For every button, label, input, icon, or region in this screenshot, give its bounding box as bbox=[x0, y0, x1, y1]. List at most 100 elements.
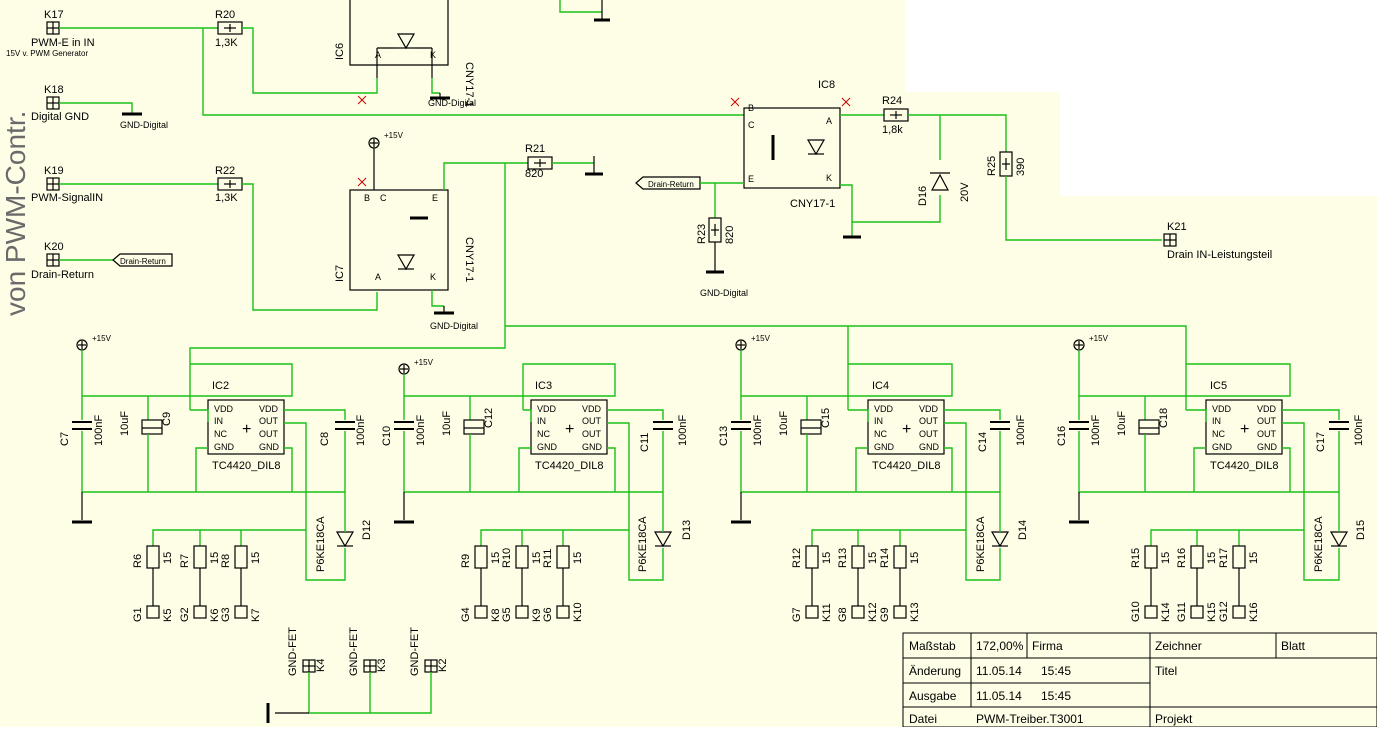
svg-text:+: + bbox=[565, 421, 574, 438]
svg-text:820: 820 bbox=[525, 168, 543, 180]
svg-text:390: 390 bbox=[1015, 158, 1027, 176]
svg-text:C14: C14 bbox=[977, 432, 989, 452]
svg-text:R9: R9 bbox=[460, 554, 472, 568]
svg-text:P6KE18CA: P6KE18CA bbox=[637, 516, 649, 572]
svg-text:Drain-Return: Drain-Return bbox=[31, 269, 94, 281]
svg-text:PWM-SignalIN: PWM-SignalIN bbox=[31, 192, 103, 204]
driver-channel-2: +15V C10 100nF 10uF C12 IC3 VDD IN NC GN… bbox=[381, 358, 693, 622]
svg-text:R10: R10 bbox=[501, 548, 513, 568]
svg-text:G10: G10 bbox=[1130, 601, 1142, 622]
ic8-optocoupler: IC8 B C E A K CNY17-1 bbox=[730, 79, 851, 210]
svg-text:C: C bbox=[380, 193, 387, 203]
svg-text:G4: G4 bbox=[460, 607, 472, 622]
svg-text:B: B bbox=[364, 193, 370, 203]
svg-text:100nF: 100nF bbox=[677, 415, 689, 446]
svg-text:VDD: VDD bbox=[1257, 404, 1277, 414]
svg-text:+15V: +15V bbox=[751, 334, 771, 343]
svg-text:10uF: 10uF bbox=[119, 411, 131, 436]
svg-text:IC4: IC4 bbox=[872, 380, 889, 392]
svg-text:10uF: 10uF bbox=[1116, 411, 1128, 436]
svg-text:GND-Digital: GND-Digital bbox=[120, 120, 168, 130]
svg-text:D14: D14 bbox=[1017, 520, 1029, 540]
svg-text:15: 15 bbox=[821, 552, 833, 564]
svg-text:R13: R13 bbox=[837, 548, 849, 568]
svg-text:11.05.14: 11.05.14 bbox=[976, 664, 1022, 678]
svg-text:R16: R16 bbox=[1176, 548, 1188, 568]
svg-text:R25: R25 bbox=[986, 156, 998, 176]
svg-text:R6: R6 bbox=[132, 554, 144, 568]
svg-text:G12: G12 bbox=[1218, 601, 1230, 622]
svg-text:+15V: +15V bbox=[414, 358, 434, 367]
k17-connector: K17 PWM-E in IN 15V v. PWM Generator bbox=[6, 9, 95, 58]
svg-text:IN: IN bbox=[874, 416, 883, 426]
ic7-optocoupler: +15V B C E A K IC7 CNY17-1 bbox=[334, 131, 475, 291]
svg-text:Blatt: Blatt bbox=[1281, 639, 1306, 653]
svg-text:K9: K9 bbox=[531, 609, 543, 622]
svg-text:GND-Digital: GND-Digital bbox=[428, 98, 476, 108]
svg-text:R23: R23 bbox=[696, 224, 708, 244]
svg-text:OUT: OUT bbox=[582, 429, 602, 439]
svg-text:VDD: VDD bbox=[214, 404, 234, 414]
driver-channel-1: +15V C7 100nF 10uF C9 IC2 VDD IN NC GND … bbox=[59, 334, 373, 622]
svg-text:OUT: OUT bbox=[582, 416, 602, 426]
svg-text:R11: R11 bbox=[542, 549, 554, 568]
svg-text:TC4420_DIL8: TC4420_DIL8 bbox=[872, 460, 941, 472]
svg-text:K12: K12 bbox=[867, 602, 879, 622]
svg-text:K: K bbox=[430, 50, 436, 60]
svg-text:C10: C10 bbox=[381, 426, 393, 446]
svg-text:OUT: OUT bbox=[259, 429, 279, 439]
svg-text:G3: G3 bbox=[220, 607, 232, 622]
svg-text:G6: G6 bbox=[542, 607, 554, 622]
svg-text:15: 15 bbox=[1160, 552, 1172, 564]
svg-text:TC4420_DIL8: TC4420_DIL8 bbox=[212, 460, 281, 472]
r23-resistor: R23 820 bbox=[696, 217, 736, 244]
svg-text:20V: 20V bbox=[959, 182, 971, 202]
svg-text:R22: R22 bbox=[215, 165, 235, 177]
svg-text:C17: C17 bbox=[1315, 432, 1327, 452]
svg-text:A: A bbox=[375, 272, 381, 282]
svg-text:100nF: 100nF bbox=[1353, 415, 1365, 446]
svg-text:R20: R20 bbox=[215, 9, 235, 21]
svg-text:C9: C9 bbox=[161, 412, 173, 426]
svg-text:GND: GND bbox=[1212, 442, 1233, 452]
svg-text:K20: K20 bbox=[44, 241, 64, 253]
svg-text:VDD: VDD bbox=[874, 404, 894, 414]
svg-text:K7: K7 bbox=[250, 609, 262, 622]
svg-text:820: 820 bbox=[724, 226, 736, 244]
svg-text:GND-FET: GND-FET bbox=[348, 627, 360, 676]
svg-text:D12: D12 bbox=[361, 520, 373, 540]
svg-text:IC2: IC2 bbox=[212, 380, 229, 392]
svg-text:C7: C7 bbox=[59, 432, 71, 446]
svg-text:P6KE18CA: P6KE18CA bbox=[975, 516, 987, 572]
svg-text:K17: K17 bbox=[44, 9, 64, 21]
svg-text:K: K bbox=[826, 173, 832, 183]
svg-text:R17: R17 bbox=[1218, 548, 1230, 568]
svg-text:GND: GND bbox=[214, 442, 235, 452]
svg-text:10uF: 10uF bbox=[778, 411, 790, 436]
svg-text:IC8: IC8 bbox=[818, 79, 835, 91]
svg-text:G1: G1 bbox=[132, 607, 144, 622]
gnd-fet-connectors: GND-FET GND-FET GND-FET K4 K3 K2 bbox=[266, 627, 449, 723]
svg-text:15V v. PWM Generator: 15V v. PWM Generator bbox=[6, 49, 88, 58]
svg-text:15: 15 bbox=[909, 552, 921, 564]
svg-text:Digital GND: Digital GND bbox=[31, 111, 89, 123]
svg-text:K18: K18 bbox=[44, 84, 64, 96]
svg-text:E: E bbox=[748, 174, 754, 184]
svg-text:15: 15 bbox=[572, 552, 584, 564]
svg-text:C13: C13 bbox=[718, 426, 730, 446]
svg-text:VDD: VDD bbox=[537, 404, 557, 414]
svg-text:IC6: IC6 bbox=[334, 43, 346, 60]
svg-text:+: + bbox=[902, 421, 911, 438]
svg-text:GND-FET: GND-FET bbox=[409, 627, 421, 676]
svg-text:R8: R8 bbox=[220, 554, 232, 568]
svg-text:IC7: IC7 bbox=[334, 265, 346, 282]
svg-text:Änderung: Änderung bbox=[909, 664, 961, 678]
svg-text:15: 15 bbox=[162, 552, 174, 564]
svg-text:G11: G11 bbox=[1176, 602, 1188, 622]
svg-text:TC4420_DIL8: TC4420_DIL8 bbox=[1210, 460, 1279, 472]
svg-text:+15V: +15V bbox=[92, 334, 112, 343]
svg-text:R21: R21 bbox=[525, 143, 545, 155]
driver-channel-4: +15V C16 100nF 10uF C18 IC5 VDD IN NC GN… bbox=[1056, 334, 1367, 622]
svg-text:Datei: Datei bbox=[909, 712, 937, 726]
svg-text:G8: G8 bbox=[837, 607, 849, 622]
